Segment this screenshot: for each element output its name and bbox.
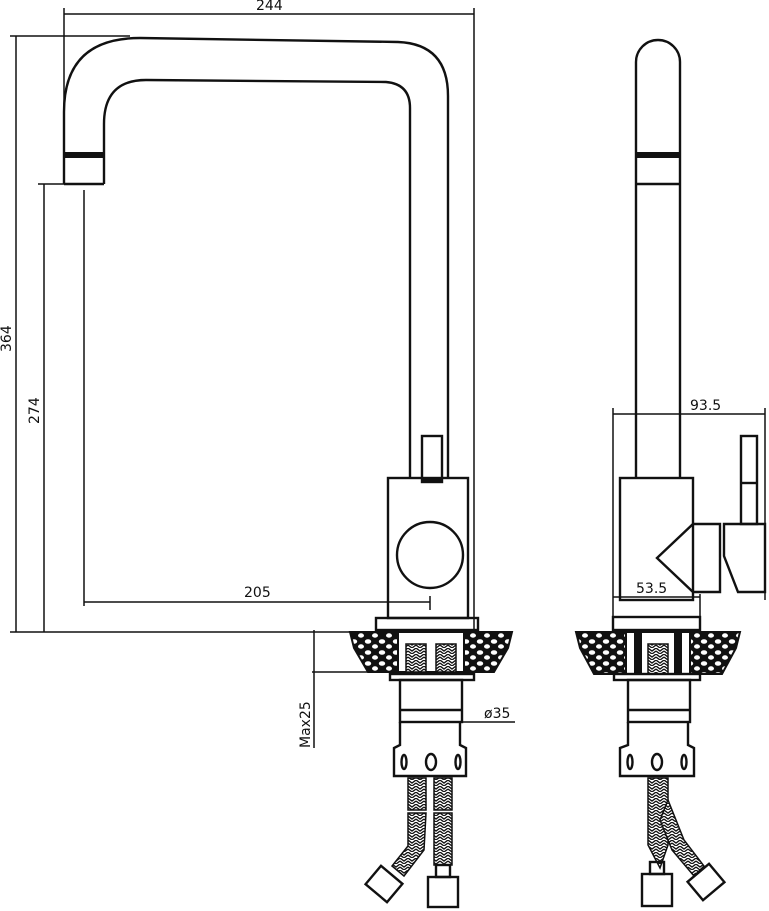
dimension-364: 364 (0, 35, 350, 633)
hose (433, 777, 453, 811)
dimension-205: 205 (83, 190, 431, 610)
hose (405, 643, 427, 673)
hose-fitting-nut (640, 872, 674, 908)
hose (647, 643, 669, 675)
dimension-max25: Max25 (298, 630, 370, 748)
dimension-label: 274 (27, 397, 43, 424)
hose (433, 812, 453, 866)
dimension-244: 244 (63, 0, 475, 632)
dimension-93-5: 93.5 (612, 398, 766, 632)
dimension-label: Max25 (298, 701, 314, 748)
dimension-diameter-35: ø35 (400, 706, 515, 723)
dimension-label: 53.5 (636, 581, 667, 597)
shank (398, 678, 464, 724)
handle-lever-side (739, 434, 759, 526)
hose (435, 643, 457, 673)
hose-fitting-nut (685, 862, 727, 902)
dimension-label: ø35 (484, 706, 510, 722)
front-view: 244 364 274 205 (0, 0, 515, 909)
base-plate-side (611, 615, 702, 632)
dimension-274: 274 (27, 183, 64, 632)
dimension-53-5: 53.5 (613, 581, 701, 632)
hose-fitting-nut (426, 875, 460, 909)
hose (647, 777, 669, 870)
dimension-label: 364 (0, 325, 15, 352)
handle-side (655, 522, 722, 594)
dimension-label: 244 (256, 0, 283, 14)
spout-tip-band (64, 152, 104, 158)
base-plate (374, 616, 480, 632)
spout-side (634, 38, 682, 478)
handle-knob (395, 520, 465, 590)
faucet-body-side (618, 476, 695, 602)
side-view: 93.5 53.5 (574, 38, 767, 908)
hose (407, 777, 427, 811)
spout (62, 36, 450, 478)
hose (390, 812, 427, 878)
dimension-label: 205 (244, 585, 271, 601)
mounting-bracket (392, 722, 468, 778)
hose-fitting-nut (363, 864, 405, 904)
handle-lever (420, 434, 444, 484)
shank-side (626, 678, 692, 724)
mounting-bracket-side (618, 722, 696, 778)
faucet-body (386, 476, 470, 620)
dimension-label: 93.5 (690, 398, 721, 414)
hose (659, 797, 705, 878)
